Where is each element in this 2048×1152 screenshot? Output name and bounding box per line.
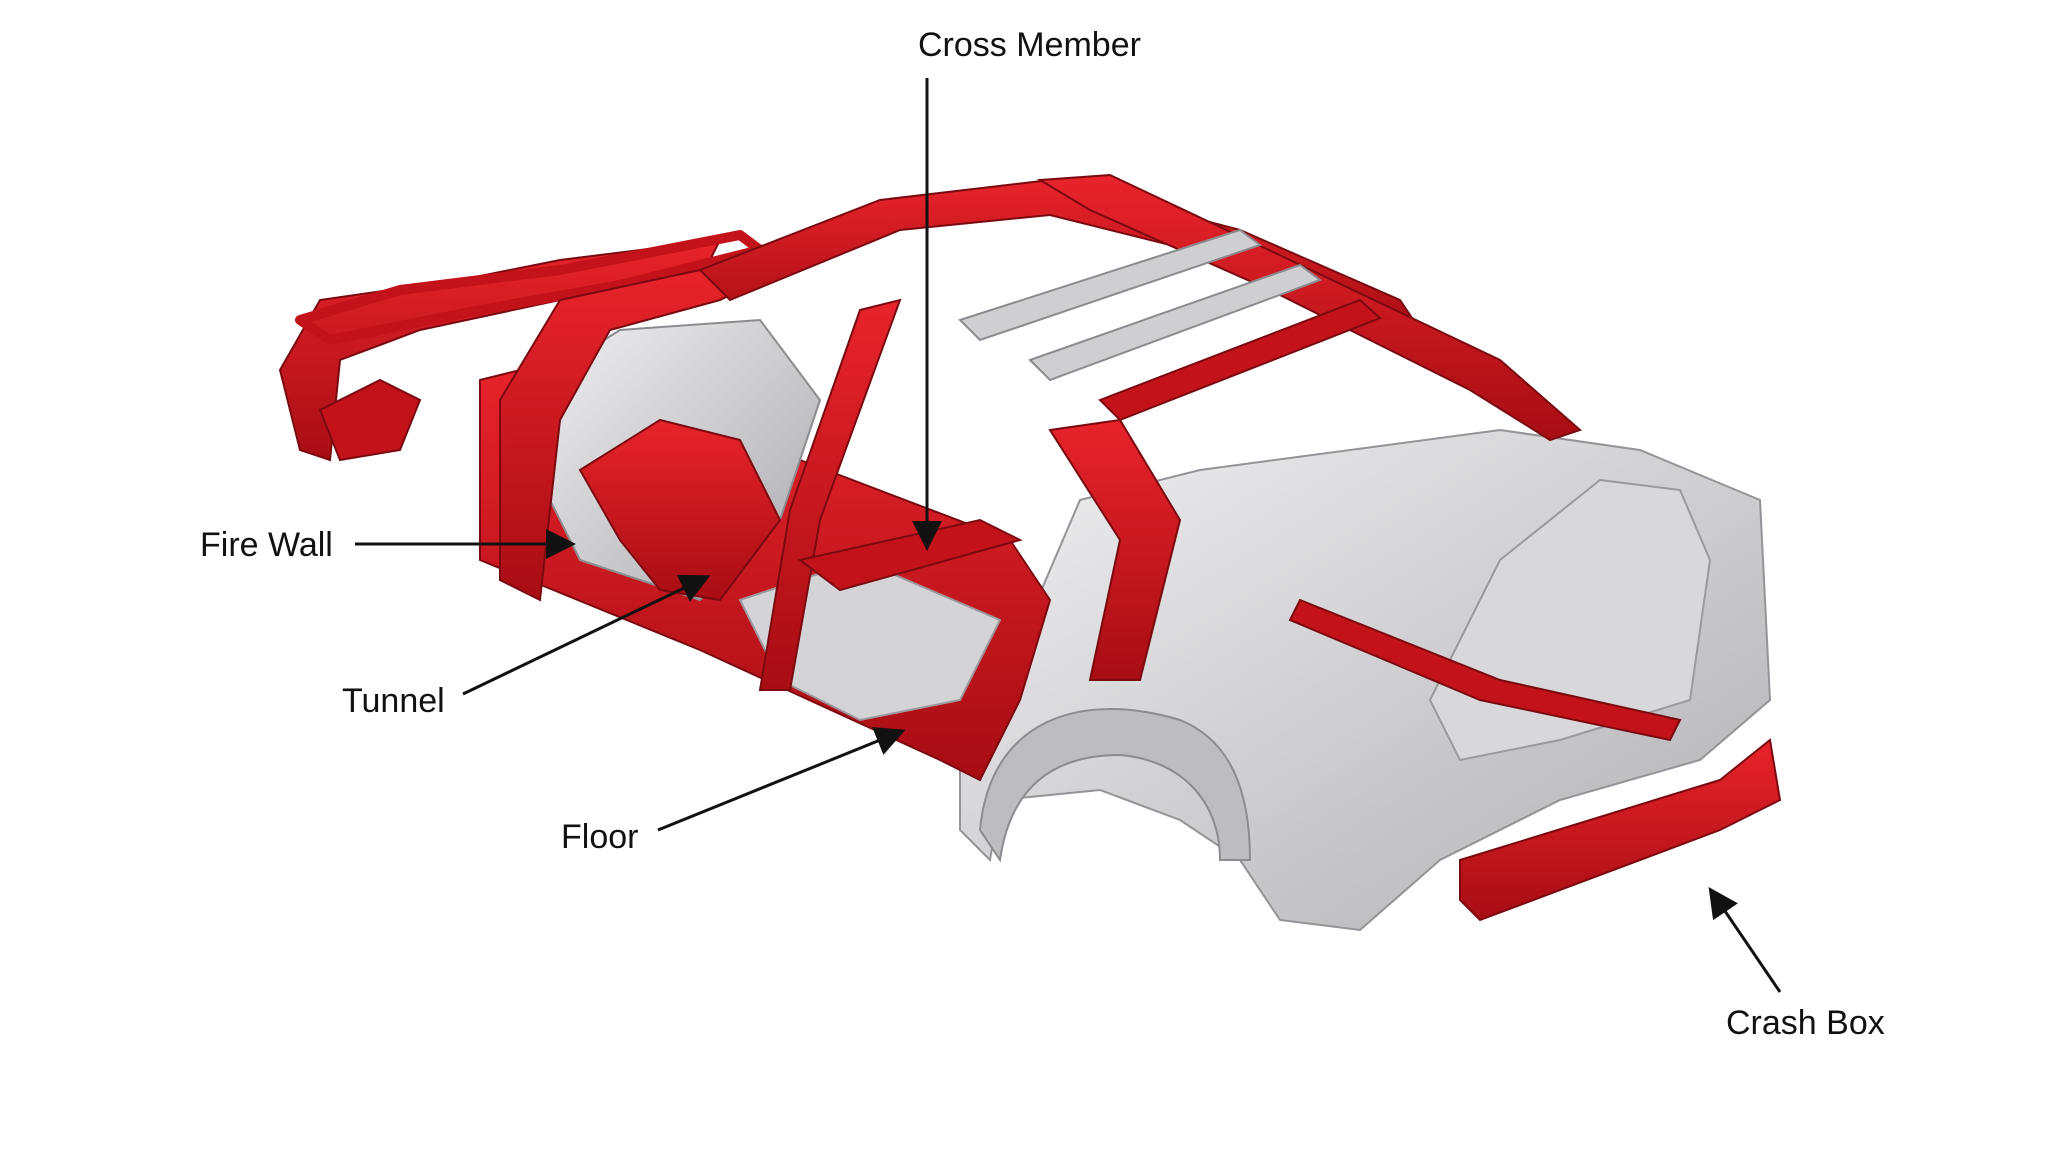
roof-bow-1 [958, 228, 1263, 342]
roof-bow-2 [1028, 263, 1323, 382]
tunnel [578, 418, 782, 602]
crash-box-label: Crash Box [1726, 1004, 1885, 1042]
rear-wheel-arch [978, 708, 1252, 863]
c-pillar [1048, 418, 1182, 681]
rear-rail [1288, 598, 1682, 742]
floor-label: Floor [561, 818, 639, 856]
tunnel-label: Tunnel [342, 682, 445, 720]
cross-member-label: Cross Member [918, 26, 1141, 64]
fire-wall-label: Fire Wall [200, 526, 333, 564]
front-strut-tower [318, 378, 422, 462]
b-pillar [758, 298, 902, 691]
rear-bumper-beam [1459, 738, 1782, 922]
roof-bow-3 [1098, 298, 1382, 422]
